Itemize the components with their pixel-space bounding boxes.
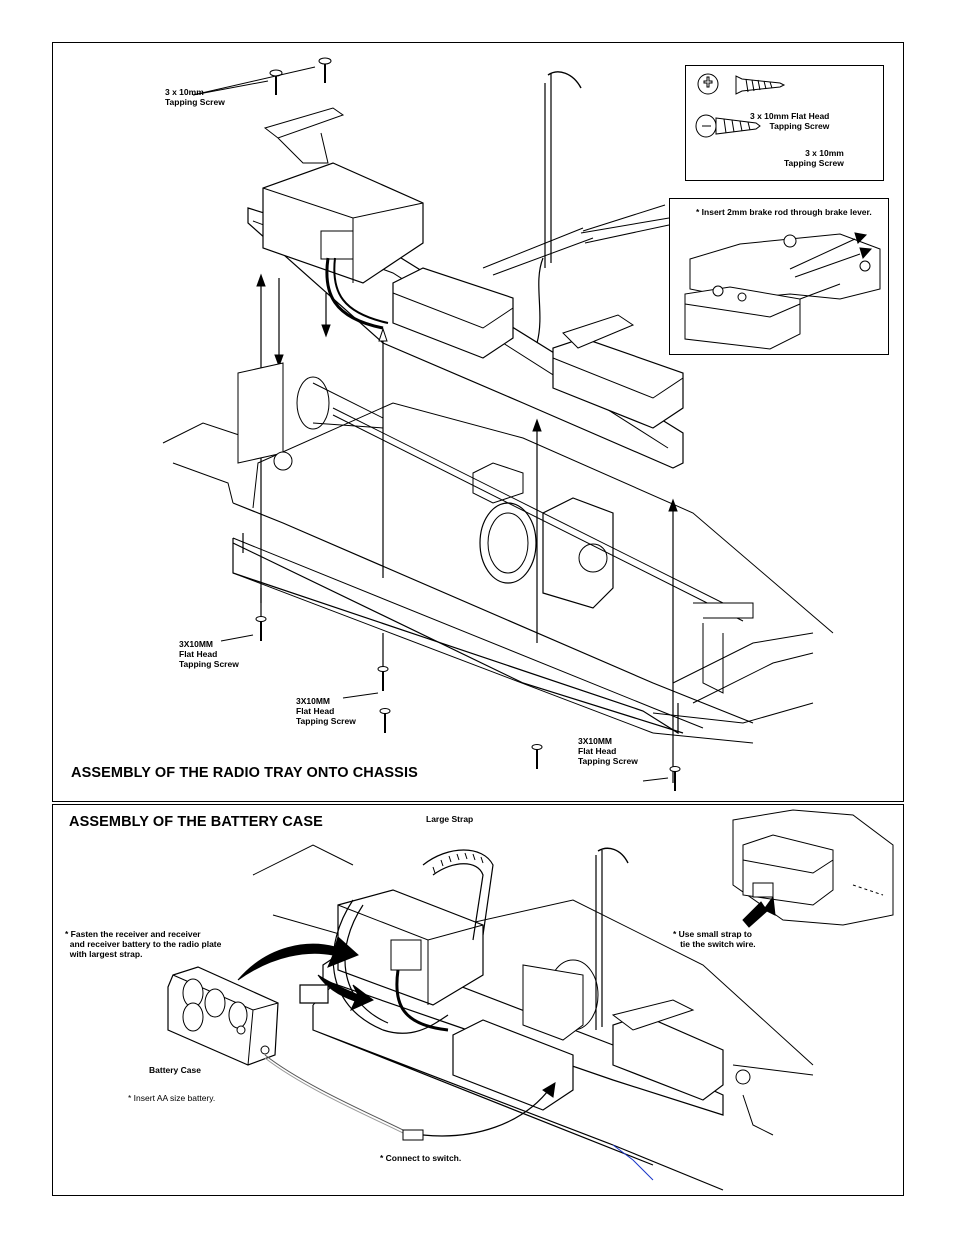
radio-tray-panel: 3 x 10mm Tapping Screw 3X10MM Flat Head …: [52, 42, 904, 802]
flat-head-screw-callout-left: 3X10MM Flat Head Tapping Screw: [179, 639, 239, 669]
battery-case-panel: ASSEMBLY OF THE BATTERY CASE Large Strap…: [52, 804, 904, 1196]
flat-head-screw-callout-middle: 3X10MM Flat Head Tapping Screw: [296, 696, 356, 726]
flat-head-legend-label: 3 x 10mm Flat Head Tapping Screw: [750, 111, 830, 131]
screw-icon: [270, 58, 331, 95]
large-strap-callout: Large Strap: [426, 814, 474, 824]
pan-head-screw-icon: [696, 115, 760, 137]
fasten-receiver-note: * Fasten the receiver and receiver and r…: [65, 929, 222, 959]
insert-battery-note: * Insert AA size battery.: [128, 1093, 216, 1103]
screw-legend: 3 x 10mm Flat Head Tapping Screw 3 x 10m…: [685, 65, 884, 181]
screw-icon: [256, 617, 680, 792]
tapping-screw-legend-label: 3 x 10mm Tapping Screw: [784, 148, 844, 168]
battery-case-label: Battery Case: [149, 1065, 201, 1075]
radio-tray-drawing: [53, 43, 903, 801]
brake-rod-note: * Insert 2mm brake rod through brake lev…: [696, 207, 872, 217]
battery-case-drawing: [53, 805, 903, 1195]
phillips-head-icon: [698, 74, 718, 94]
battery-case-title: ASSEMBLY OF THE BATTERY CASE: [69, 814, 323, 830]
tapping-screw-callout: 3 x 10mm Tapping Screw: [165, 87, 225, 107]
radio-tray-title: ASSEMBLY OF THE RADIO TRAY ONTO CHASSIS: [71, 765, 418, 781]
connect-switch-note: * Connect to switch.: [380, 1153, 462, 1163]
flat-head-screw-callout-right: 3X10MM Flat Head Tapping Screw: [578, 736, 638, 766]
flat-head-screw-icon: [736, 76, 784, 94]
small-strap-note: * Use small strap to tie the switch wire…: [673, 929, 756, 949]
battery-case-icon: [168, 967, 278, 1065]
brake-rod-inset: * Insert 2mm brake rod through brake lev…: [669, 198, 889, 355]
